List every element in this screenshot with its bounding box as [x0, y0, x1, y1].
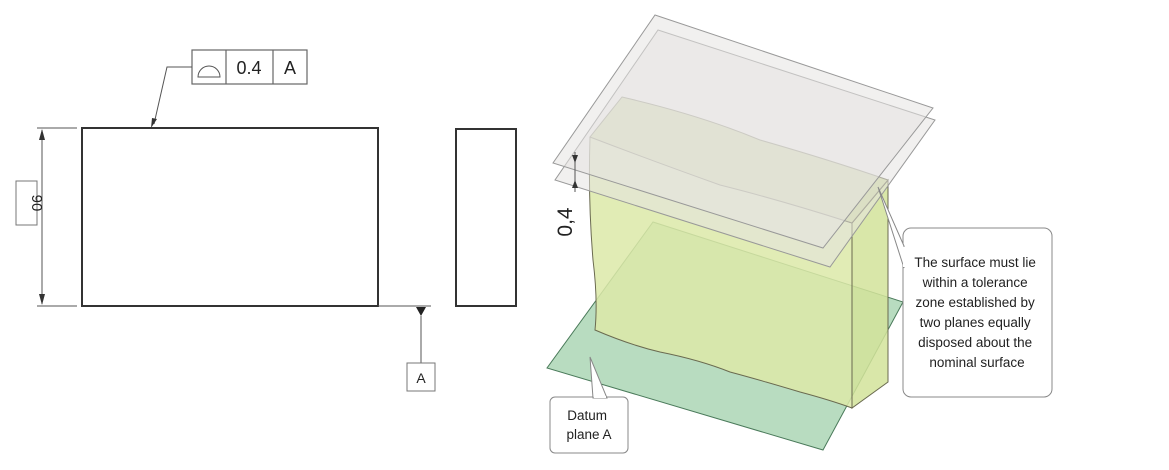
front-view	[81, 127, 379, 307]
datum-label: A	[416, 370, 426, 386]
tolerance-arrow-icon	[572, 155, 578, 163]
tolerance-arrow-icon	[572, 180, 578, 188]
feature-control-frame: 0.4 A	[191, 49, 308, 85]
dimension-90: 90	[15, 127, 77, 307]
fcf-tolerance: 0.4	[236, 58, 261, 78]
svg-text:Datum plane A: Datum plane A	[566, 408, 611, 442]
side-view-outline	[455, 128, 517, 307]
datum-callout-line: plane A	[566, 427, 611, 442]
datum-triangle-icon	[416, 307, 426, 316]
front-view-outline	[81, 127, 379, 307]
iso-illustration: 0,4 The surface must lie within a tolera…	[546, 14, 1053, 454]
datum-callout-line: Datum	[567, 408, 607, 423]
leader-arrow-icon	[151, 118, 157, 128]
callout-line: disposed about the	[918, 335, 1032, 350]
callout-line: within a tolerance	[922, 275, 1028, 290]
callout-line: nominal surface	[929, 355, 1024, 370]
upper-tolerance-plane	[552, 14, 934, 249]
tolerance-label: 0,4	[554, 207, 577, 237]
svg-text:The surface must lie w: The surface must lie within a tolerance …	[914, 255, 1039, 370]
surface-callout: The surface must lie within a tolerance …	[877, 186, 1053, 398]
leader-line	[153, 66, 192, 125]
profile-of-surface-icon	[197, 65, 221, 78]
arrow-up-icon	[39, 129, 45, 140]
datum-callout: Datum plane A	[549, 356, 629, 454]
callout-line: zone established by	[915, 295, 1035, 310]
callout-line: two planes equally	[920, 315, 1031, 330]
datum-feature-symbol: A	[378, 305, 436, 392]
callout-line: The surface must lie	[914, 255, 1036, 270]
fcf-datum: A	[284, 58, 296, 78]
arrow-down-icon	[39, 294, 45, 305]
dimension-value: 90	[28, 195, 45, 212]
